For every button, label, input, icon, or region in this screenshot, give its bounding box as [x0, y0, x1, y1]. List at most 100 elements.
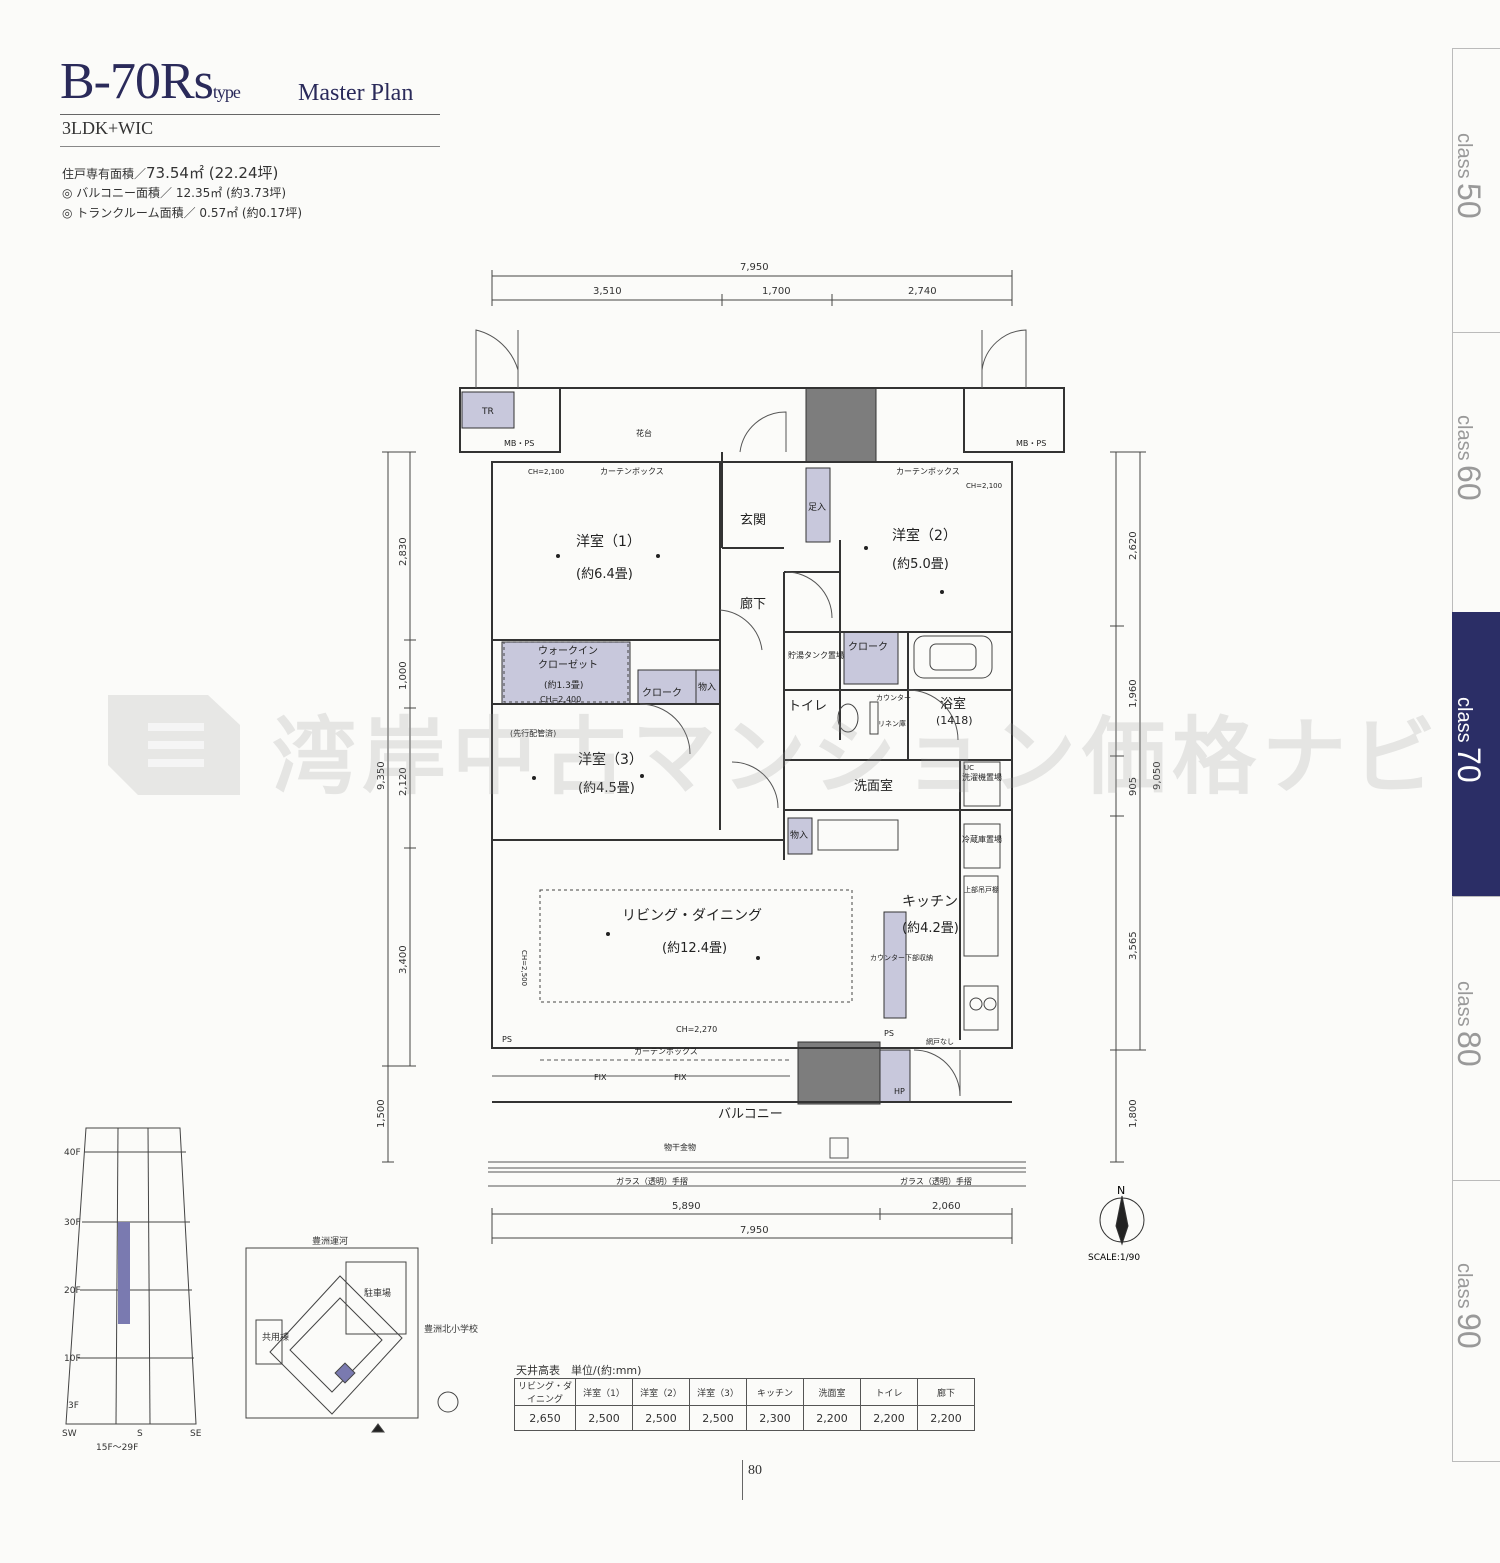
private-area-value: 73.54㎡ (22.24坪) [146, 164, 279, 182]
flower-stand: 花台 [636, 428, 652, 438]
room-bed1: 洋室（1） [576, 533, 641, 550]
floor-30: 30F [64, 1218, 81, 1228]
room-living-size: (約12.4畳) [662, 941, 727, 956]
dim-left-e: 1,500 [376, 1099, 387, 1128]
room-balcony: バルコニー [718, 1107, 783, 1122]
room-wic-size: (約1.3畳) [544, 679, 583, 691]
ceiling-header: 洋室（3） [689, 1378, 747, 1406]
dimension-labels: 7,950 3,510 1,700 2,740 5,890 2,060 7,95… [376, 262, 1163, 1236]
curtain-box-1: カーテンボックス [600, 467, 664, 476]
private-area: 住戸専有面積／73.54㎡ (22.24坪) [62, 162, 278, 183]
dim-right-c: 905 [1128, 777, 1139, 796]
room-bed3-size: (約4.5畳) [578, 781, 635, 796]
ceiling-header: キッチン [746, 1378, 804, 1406]
room-labels: 洋室（1） (約6.4畳) 洋室（2） (約5.0畳) 洋室（3） (約4.5畳… [481, 407, 1046, 1186]
ceiling-header: トイレ [860, 1378, 918, 1406]
dim-bottom-b: 2,060 [932, 1201, 961, 1212]
unit-range-highlight [118, 1222, 130, 1324]
private-area-label: 住戸専有面積／ [62, 167, 147, 181]
room-wic-ch: CH=2,400 [540, 695, 581, 704]
upper-cabinet: 上部吊戸棚 [964, 885, 999, 894]
linen-closet: リネン庫 [878, 719, 906, 728]
tab-class-60[interactable]: class 60 [1451, 332, 1500, 613]
floor-plan: 7,950 3,510 1,700 2,740 5,890 2,060 7,95… [62, 262, 1163, 1453]
tab-number: 90 [1451, 1313, 1487, 1349]
site-parking: 駐車場 [364, 1287, 391, 1299]
ceiling-value: 2,500 [689, 1405, 747, 1431]
room-closet-2: クローク [848, 641, 888, 653]
room-shoe: 足入 [808, 502, 826, 513]
tab-word: class [1453, 133, 1475, 179]
tab-word: class [1453, 1263, 1475, 1309]
compass [1099, 1195, 1145, 1246]
kitchen-counter: カウンター下部収納 [870, 953, 933, 962]
trunk-room: TR [481, 407, 494, 417]
watermark-text: 湾岸中古マンション価格ナビ [272, 708, 1443, 806]
door-swings [475, 329, 1027, 1097]
type-title: B-70Rstype [60, 52, 241, 111]
ceiling-value: 2,300 [746, 1405, 804, 1431]
compass-north: N [1117, 1184, 1125, 1197]
water-heater: 貯湯タンク置場 [788, 650, 844, 660]
ceiling-table-title: 天井高表 単位/(約:mm) [516, 1364, 642, 1377]
dim-right-e: 1,800 [1128, 1099, 1139, 1128]
ceiling-height-bed1: CH=2,100 [528, 468, 564, 476]
layout-label: 3LDK+WIC [62, 118, 154, 138]
floor-40: 40F [64, 1148, 81, 1158]
tab-class-70[interactable]: class 70 [1451, 612, 1500, 897]
walls [459, 387, 1065, 1103]
dim-top-b: 1,700 [762, 286, 791, 297]
ceiling-table: リビング・ダイニング 洋室（1） 洋室（2） 洋室（3） キッチン 洗面室 トイ… [514, 1378, 975, 1431]
room-entrance: 玄関 [740, 513, 766, 528]
ceiling-table-header: リビング・ダイニング 洋室（1） 洋室（2） 洋室（3） キッチン 洗面室 トイ… [514, 1378, 975, 1406]
dim-bottom-total: 7,950 [740, 1225, 769, 1236]
fix-window-1: FIX [594, 1073, 607, 1082]
dim-right-d: 3,565 [1128, 931, 1139, 960]
tab-number: 60 [1451, 465, 1487, 501]
ceiling-height-balcony-side: CH=2,270 [676, 1025, 717, 1034]
fridge-space: 冷蔵庫置場 [962, 834, 1002, 844]
tab-word: class [1453, 981, 1475, 1027]
ceiling-header: 廊下 [917, 1378, 975, 1406]
balcony-rails [488, 1059, 1026, 1187]
room-living: リビング・ダイニング [622, 908, 762, 924]
washer-space: 洗濯機置場 [962, 772, 1002, 782]
room-kitchen-size: (約4.2畳) [902, 921, 959, 936]
watermark-logo-icon [108, 695, 240, 795]
tab-class-90[interactable]: class 90 [1451, 1180, 1500, 1462]
curtain-box-3: カーテンボックス [634, 1047, 698, 1056]
tab-number: 70 [1451, 747, 1487, 783]
ceiling-header: 洋室（2） [632, 1378, 690, 1406]
dim-right-a: 2,620 [1128, 531, 1139, 560]
site-labels: 豊洲運河 駐車場 共用棟 豊洲北小学校 [262, 1235, 478, 1343]
type-code: B-70Rs [60, 53, 214, 110]
mb-ps-left: MB・PS [504, 439, 534, 448]
room-bath: 浴室 [940, 696, 966, 712]
room-bed1-size: (約6.4畳) [576, 567, 633, 582]
tab-class-80[interactable]: class 80 [1451, 896, 1500, 1181]
glass-rail-2: ガラス（透明）手摺 [900, 1176, 972, 1186]
tab-class-50[interactable]: class 50 [1451, 48, 1500, 333]
tab-number: 80 [1451, 1031, 1487, 1067]
tab-word: class [1453, 415, 1475, 461]
ceiling-value: 2,650 [514, 1405, 576, 1431]
dim-left-c: 2,120 [398, 767, 409, 796]
room-toilet: トイレ [788, 699, 827, 714]
room-storage: 物入 [698, 681, 716, 693]
room-bed2: 洋室（2） [892, 527, 957, 544]
ceiling-value: 2,500 [575, 1405, 633, 1431]
scale-label: SCALE:1/90 [1088, 1253, 1140, 1263]
counter: カウンター [876, 693, 911, 702]
room-wic-2: クローゼット [538, 659, 598, 671]
ceiling-value: 2,500 [632, 1405, 690, 1431]
structure-columns [797, 387, 881, 1105]
dim-left-b: 1,000 [398, 661, 409, 690]
dir-se: SE [190, 1429, 202, 1439]
ceiling-table-values: 2,650 2,500 2,500 2,500 2,300 2,200 2,20… [514, 1405, 975, 1431]
pipe-space-1: PS [502, 1035, 512, 1044]
floor-3: 3F [68, 1401, 79, 1411]
dim-left-total: 9,350 [376, 761, 387, 790]
dim-bottom-a: 5,890 [672, 1201, 701, 1212]
balcony-area: ◎ バルコニー面積／ 12.35㎡ (約3.73坪) [62, 186, 287, 200]
uc-label: UC [964, 764, 974, 772]
